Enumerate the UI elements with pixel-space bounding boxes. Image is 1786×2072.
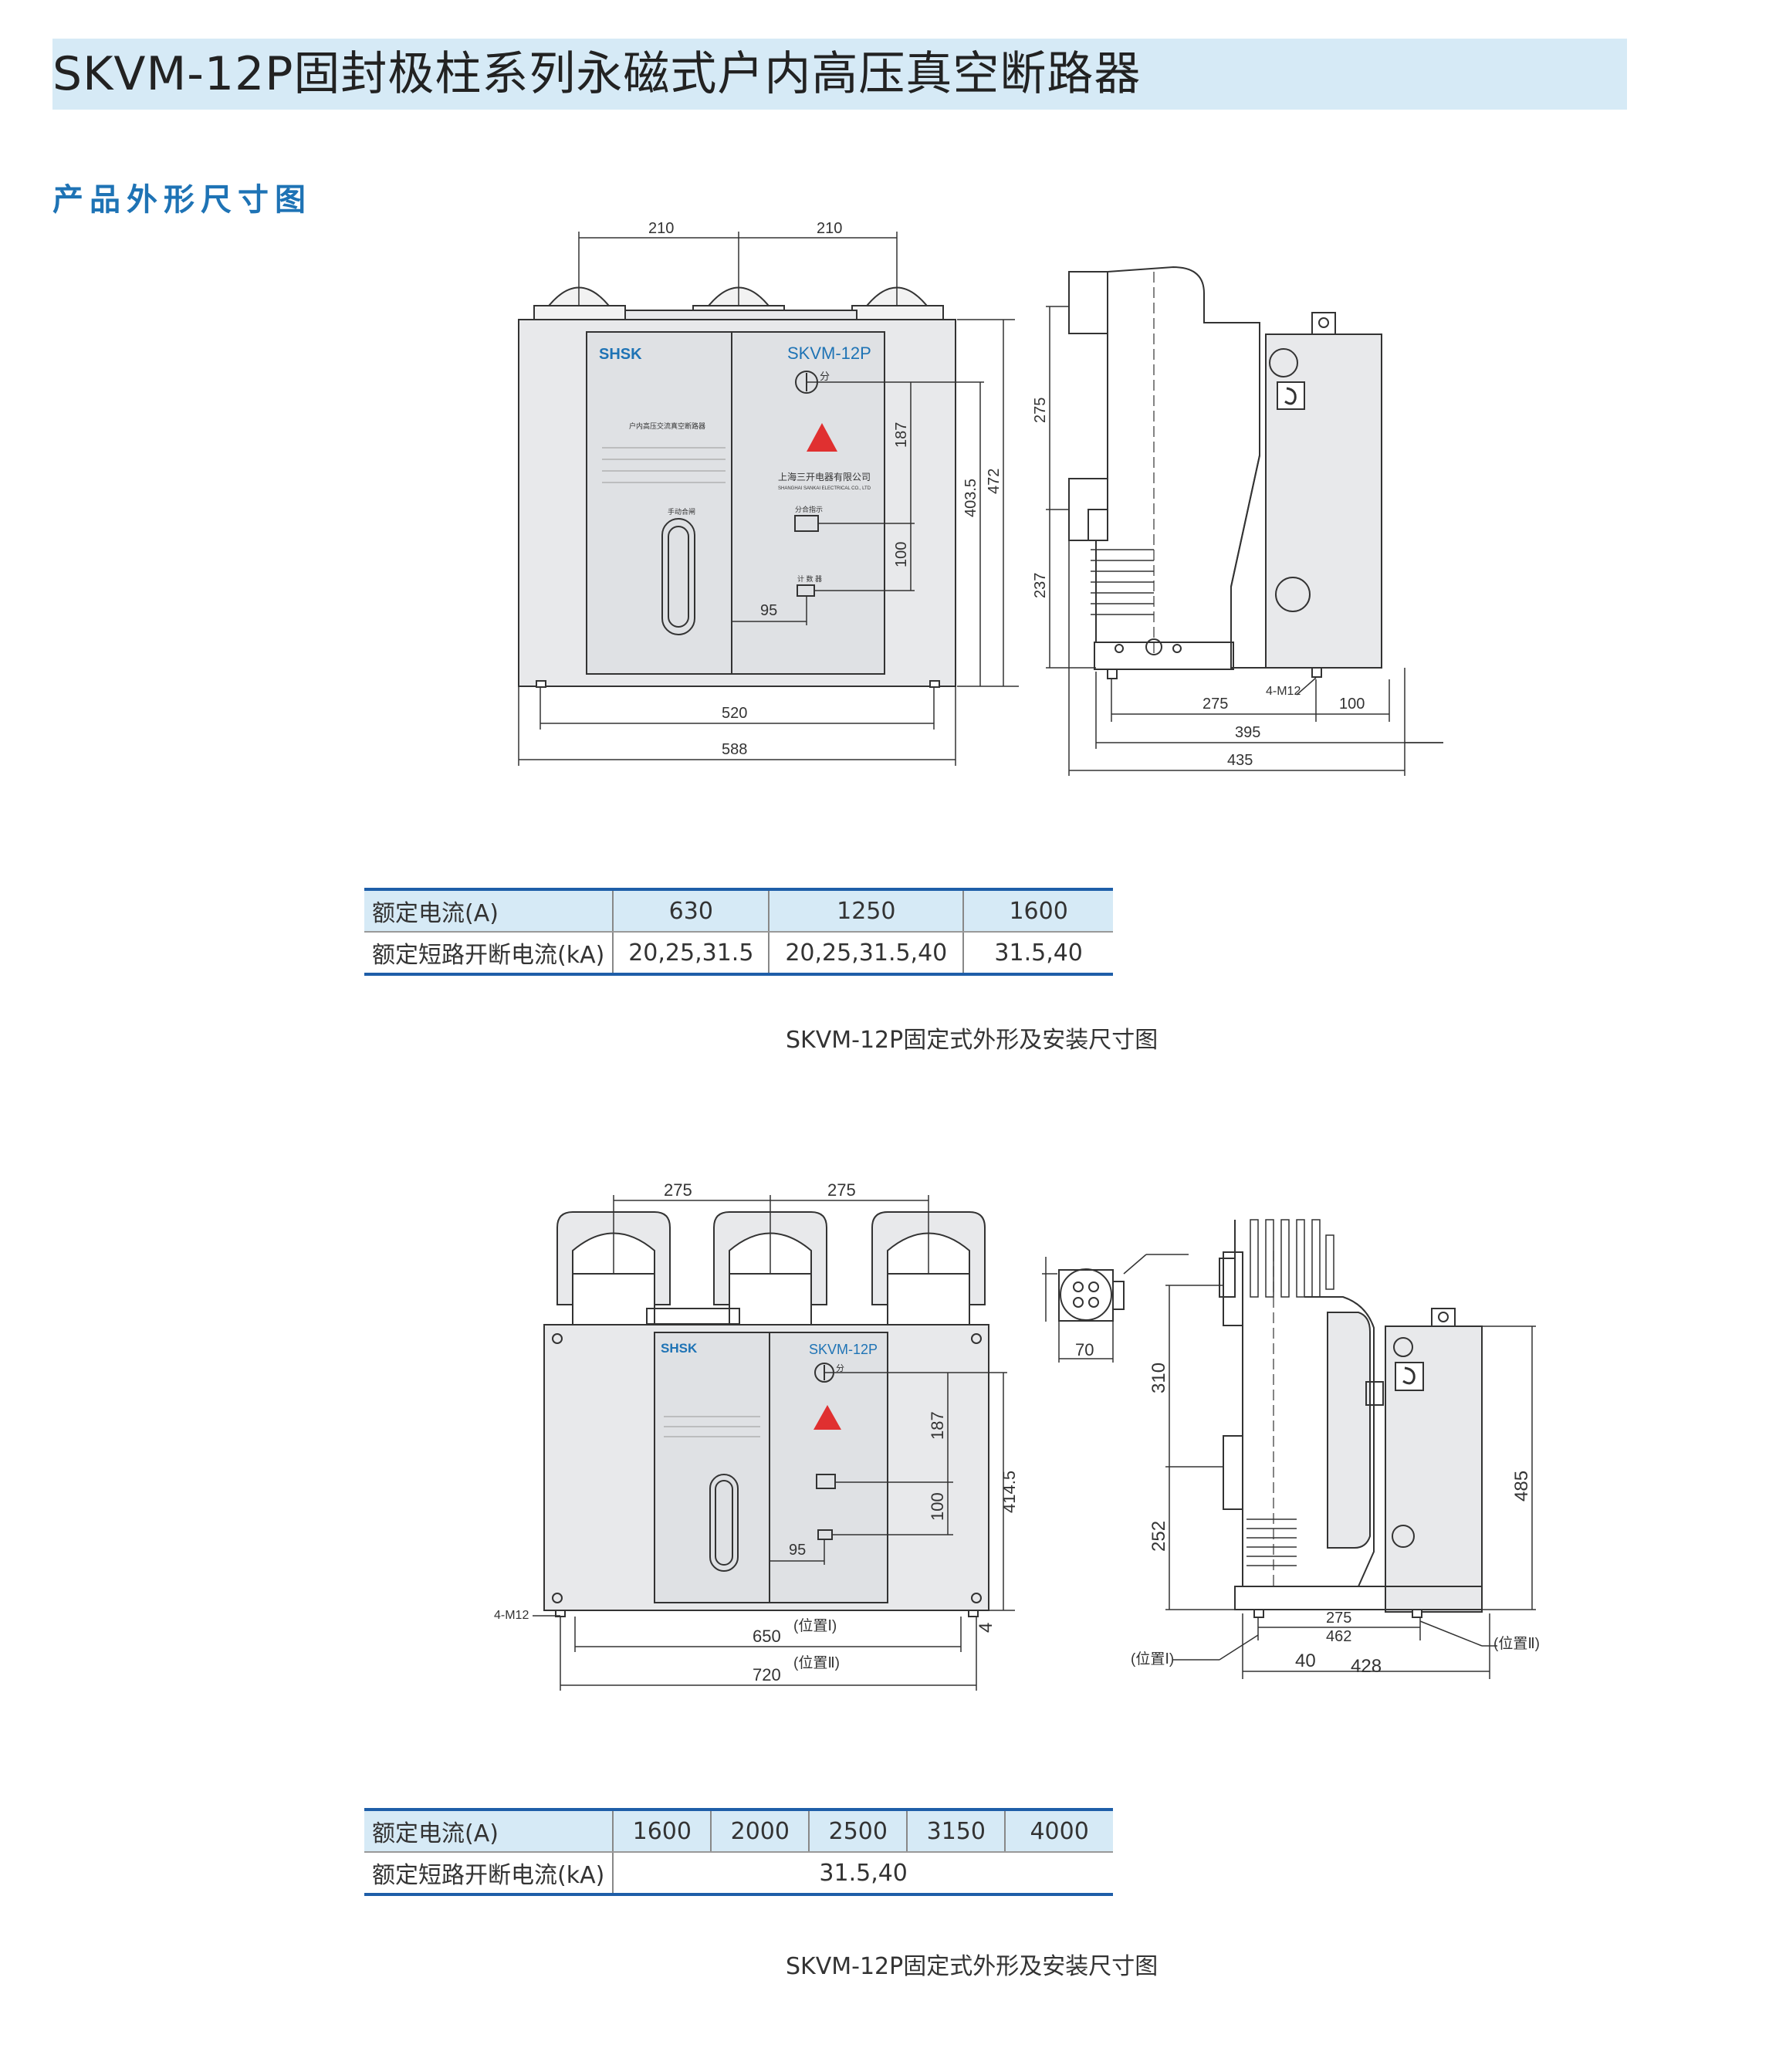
fig1-model: SKVM-12P [787,344,871,363]
dim2-310: 310 [1148,1363,1169,1393]
dim2-bolt: 4-M12 [494,1609,529,1622]
fig1-nameplate-title: 户内高压交流真空断路器 [629,422,705,430]
dim2-414: 414.5 [1000,1471,1019,1513]
dim-588: 588 [722,741,747,758]
fig2-front-dims: 275 275 187 100 95 414.5 650 (位置Ⅰ) 720 (… [494,1180,1019,1691]
fig2-brand: SHSK [661,1341,698,1356]
fig1-manual-label: 手动合闸 [668,507,695,516]
table2-cell: 2000 [711,1810,810,1853]
table1-cell: 1250 [769,889,965,933]
table1-cell: 1600 [963,889,1113,933]
dim2-side-428: 428 [1351,1656,1382,1677]
dim2-side-pos2: (位置Ⅱ) [1493,1635,1540,1652]
table1-row-breaking: 额定短路开断电流(kA) 20,25,31.5 20,25,31.5,40 31… [364,932,1113,974]
dim-95: 95 [760,602,777,619]
fig1-open-mark: 分 [820,371,830,382]
fig2-terminal-detail: 70 [1042,1254,1189,1363]
dim2-side-275: 275 [1326,1610,1351,1627]
caption-2: SKVM-12P固定式外形及安装尺寸图 [786,1953,1159,1980]
fig2-model: SKVM-12P [809,1342,878,1357]
dim2-275-right: 275 [827,1180,856,1200]
table1-cell: 630 [613,889,770,933]
fig1-counter-label: 计 数 器 [797,574,822,583]
table1-cell: 20,25,31.5,40 [769,932,965,974]
fig2-warning-icon [814,1405,841,1430]
fig1-brand: SHSK [599,346,642,363]
table1-cell: 31.5,40 [994,939,1083,967]
caption-1: SKVM-12P固定式外形及安装尺寸图 [786,1027,1159,1054]
page-title: SKVM-12P固封极柱系列永磁式户内高压真空断路器 [52,47,1142,101]
dim-520: 520 [722,705,747,722]
table1-label: 额定电流(A) [364,889,614,933]
title-bar [52,39,1627,110]
table2-cell: 2500 [809,1810,908,1853]
dim2-70: 70 [1075,1340,1094,1359]
table2-label: 额定电流(A) [364,1810,614,1853]
fig1-side-view [1068,266,1382,679]
fig1-side-dims: 275 237 275 100 4-M12 395 435 [1032,306,1443,776]
table2-cell: 4000 [1005,1810,1113,1853]
dim-side-275: 275 [1032,398,1049,423]
table2-cell: 3150 [907,1810,1006,1853]
table2-row-breaking: 额定短路开断电流(kA) 31.5,40 [364,1852,1113,1894]
table2-cell: 31.5,40 [819,1859,908,1887]
fig2-side-view [1219,1219,1483,1618]
fig1-company: 上海三开电器有限公司 [778,471,871,482]
table2-row-current: 额定电流(A) 1600 2000 2500 3150 4000 [364,1810,1113,1853]
fig1-front-dims: 210 210 187 100 95 403.5 472 520 588 [518,220,1019,766]
fig2-front-view: SHSK SKVM-12P 分 [543,1211,989,1617]
fig1-front-view: SHSK SKVM-12P 分 上海三开电器有限公司 SHANGHAI SANK… [518,286,956,688]
fig1-company-en: SHANGHAI SANKAI ELECTRICAL CO., LTD [778,486,871,491]
dim2-100: 100 [928,1492,947,1521]
warning-icon [807,423,837,452]
dim-side-435: 435 [1227,752,1253,769]
dim-210-left: 210 [648,220,674,237]
fig2-open-mark: 分 [836,1363,844,1373]
dim-472: 472 [986,469,1003,494]
dim2-187: 187 [928,1411,947,1440]
dim-side-237: 237 [1032,573,1049,598]
fig2-side-dims: 310 252 485 275 462 (位置Ⅰ) (位置Ⅱ) 40 428 [1131,1285,1540,1679]
table1-row-current: 额定电流(A) 630 1250 1600 [364,889,1113,933]
dim-403: 403.5 [962,479,979,517]
dim-187: 187 [893,422,910,448]
table2-cell: 1600 [613,1810,712,1853]
dim2-720: 720 [753,1665,781,1684]
dim2-pos1: (位置Ⅰ) [793,1617,837,1634]
dim2-650: 650 [753,1627,781,1646]
dim2-95: 95 [789,1542,806,1559]
dim-100: 100 [893,542,910,567]
dim2-side-pos1: (位置Ⅰ) [1131,1650,1174,1667]
dim2-485: 485 [1511,1471,1532,1502]
table1-cell: 20,25,31.5 [613,932,770,974]
dim2-side-462: 462 [1326,1628,1351,1645]
dim-side-bolt: 4-M12 [1266,685,1301,698]
dim2-side-40: 40 [1295,1650,1316,1671]
dim-side-100: 100 [1339,696,1365,713]
section-heading: 产品外形尺寸图 [52,182,312,218]
dim2-275-left: 275 [664,1180,692,1200]
table2-label: 额定短路开断电流(kA) [364,1852,614,1894]
dim2-pos2: (位置Ⅱ) [793,1654,840,1671]
dim2-252: 252 [1148,1521,1169,1552]
table1-label: 额定短路开断电流(kA) [364,932,614,974]
fig1-indicator-label: 分合指示 [795,505,823,513]
dim-side-395: 395 [1235,724,1260,741]
spec-table-2: 额定电流(A) 1600 2000 2500 3150 4000 额定短路开断电… [364,1808,1113,1896]
dim-210-right: 210 [817,220,842,237]
dim2-4: 4 [976,1623,996,1633]
spec-table-1: 额定电流(A) 630 1250 1600 额定短路开断电流(kA) 20,25… [364,888,1113,976]
dim-side-275h: 275 [1203,696,1228,713]
